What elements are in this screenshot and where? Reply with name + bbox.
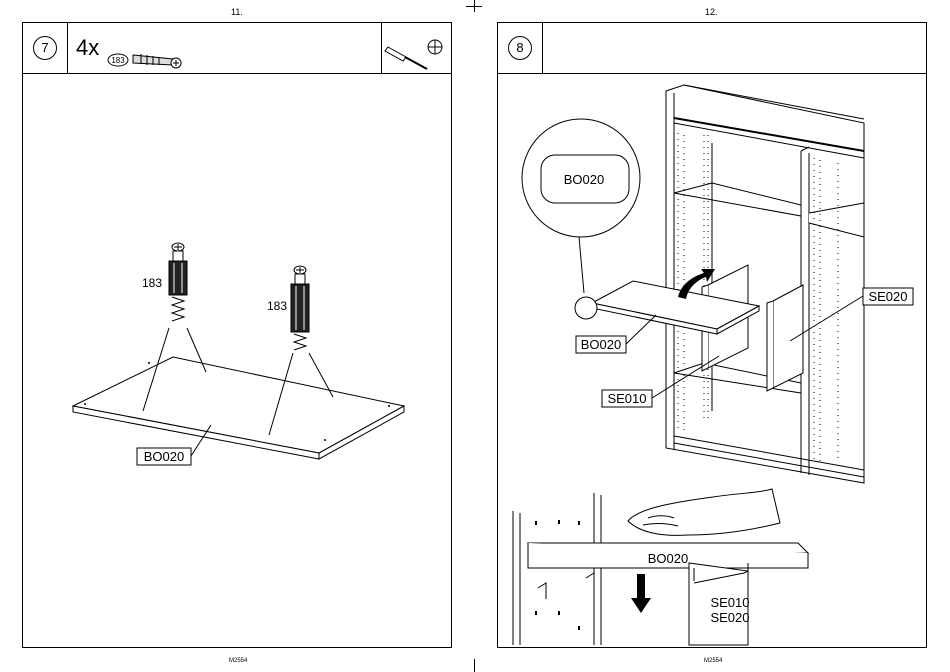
page-number-left: 11.	[231, 7, 243, 17]
page-number-right: 12.	[705, 7, 718, 17]
shelf-label-leader	[625, 315, 656, 345]
magnifier-label: BO020	[564, 172, 604, 187]
push-down-arrow-icon	[631, 574, 651, 613]
magnifier-leader	[579, 237, 584, 293]
footer-code-left: M2554	[229, 658, 247, 664]
detail-holes	[535, 520, 580, 630]
footer-code-right: M2554	[704, 658, 722, 664]
step-7-panel: 7 4x 183	[22, 22, 452, 648]
part-label-183-a: 183	[142, 276, 162, 290]
detail-side-label-2: SE020	[710, 610, 749, 625]
partition-se020	[767, 285, 803, 391]
fold-tick-bottom	[474, 659, 475, 672]
detail-view	[513, 489, 808, 645]
se010-label: SE010	[607, 391, 646, 406]
detail-shelf-label: BO020	[648, 551, 688, 566]
shelf-label: BO020	[581, 337, 621, 352]
panel-label: BO020	[144, 449, 184, 464]
step-7-illustration: 183 183 BO020	[23, 23, 453, 649]
se020-label: SE020	[868, 289, 907, 304]
step-8-panel: 8	[497, 22, 927, 648]
magnifier-source-circle	[575, 297, 597, 319]
fold-tick-top-h	[466, 6, 482, 7]
shelf-board	[73, 357, 404, 459]
cam-bolt-a	[169, 243, 187, 321]
part-label-183-b: 183	[267, 299, 287, 313]
step-8-illustration: BO020 BO020 SE010 SE020	[498, 23, 928, 649]
cam-bolt-b	[291, 266, 309, 350]
wardrobe-carcass	[666, 85, 864, 483]
detail-side-label-1: SE010	[710, 595, 749, 610]
